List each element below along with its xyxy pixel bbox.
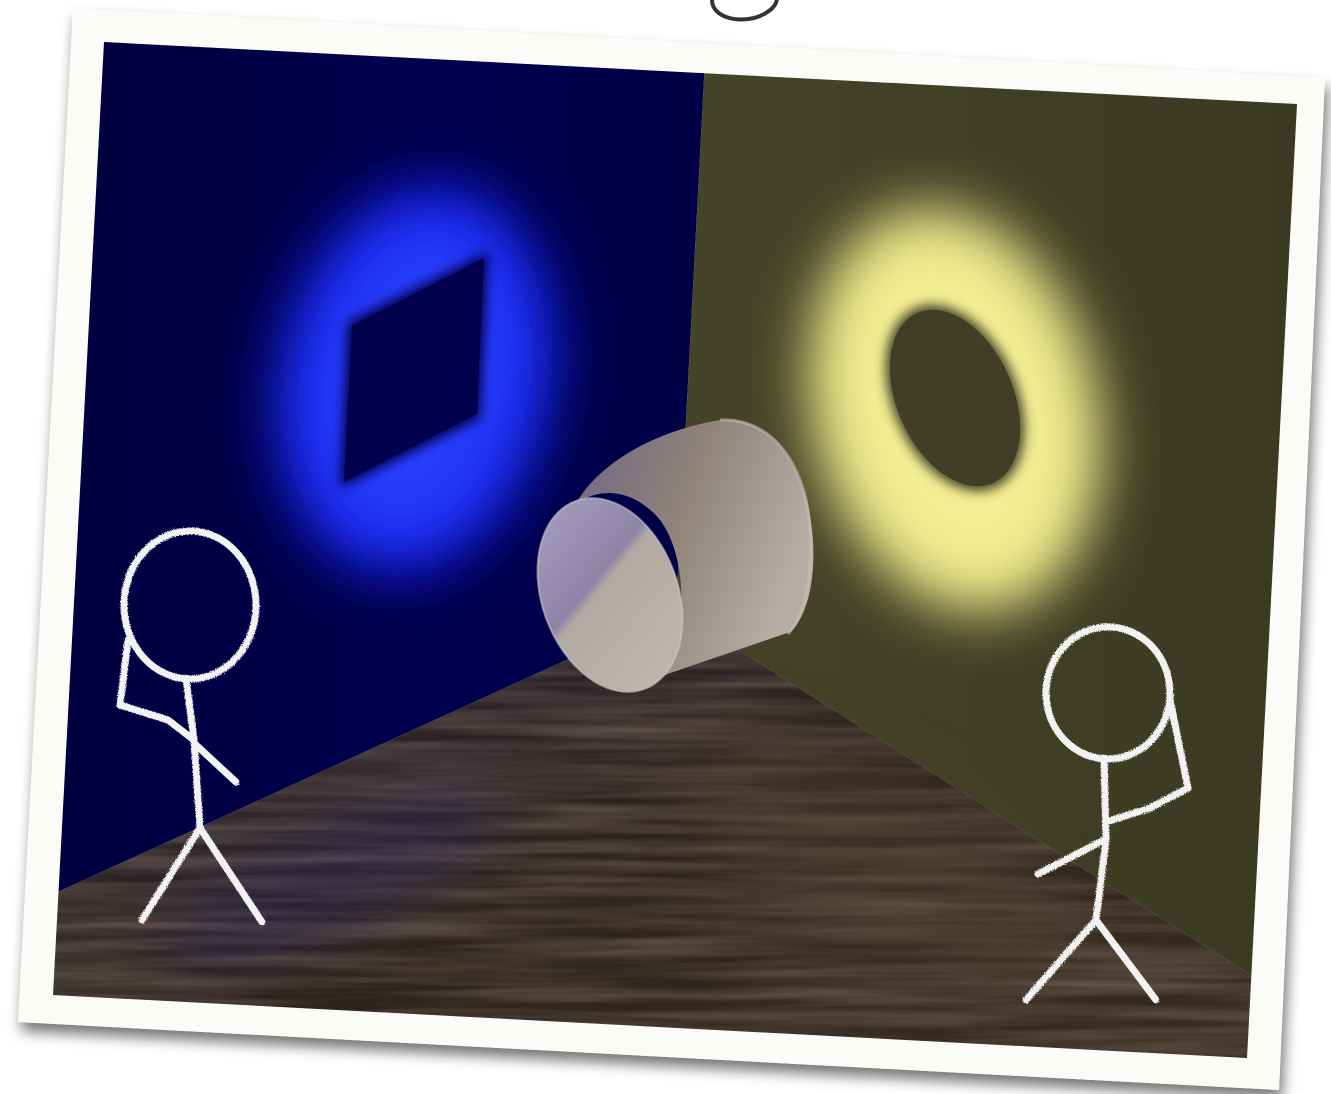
pin-loop-icon bbox=[712, 0, 777, 19]
photo-content bbox=[30, 30, 1310, 1080]
